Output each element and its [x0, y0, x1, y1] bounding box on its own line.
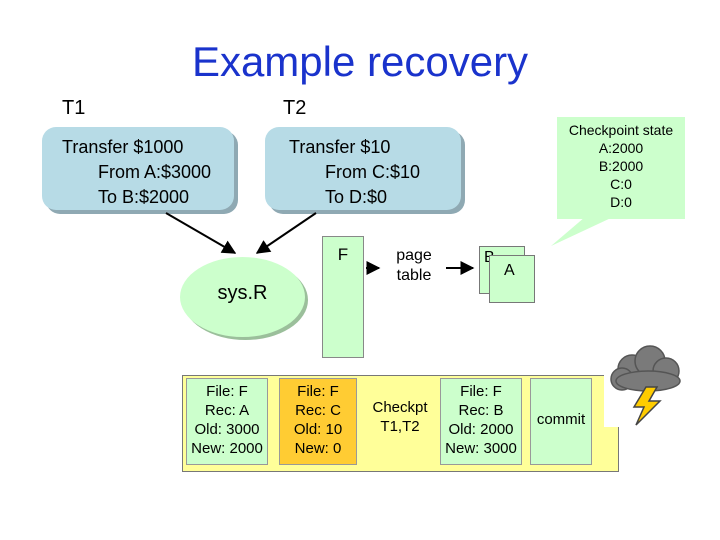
rec-a-old: Old: 3000 — [194, 421, 260, 438]
t1-to-sysr-arrow — [165, 212, 237, 254]
checkpoint-state-d: D:0 — [610, 194, 632, 210]
page-a-label: A — [504, 262, 515, 279]
page-table-label: page table — [380, 246, 448, 286]
t2-line-2: From C:$10 — [325, 162, 421, 182]
t2-label: T2 — [283, 97, 307, 119]
rec-c-new: New: 0 — [294, 440, 342, 457]
rec-c-old: Old: 10 — [293, 421, 343, 438]
log-record-a: File: F Rec: A Old: 3000 New: 2000 — [186, 378, 268, 465]
t1-label: T1 — [62, 97, 86, 119]
page-table-line-1: page — [396, 247, 432, 264]
log-record-c: File: F Rec: C Old: 10 New: 0 — [279, 378, 357, 465]
log-record-checkpoint: Checkpt T1,T2 — [368, 398, 432, 436]
rec-c-file: File: F — [297, 383, 339, 400]
log-record-b: File: F Rec: B Old: 2000 New: 3000 — [440, 378, 522, 465]
checkpoint-state-c: C:0 — [610, 176, 632, 192]
t1-transaction-box: Transfer $1000 From A:$3000 To B:$2000 — [42, 127, 234, 210]
t2-line-3: To D:$0 — [325, 187, 388, 207]
callout-pointer — [551, 217, 613, 246]
rec-b-file: File: F — [460, 383, 502, 400]
storm-cloud-icon — [604, 343, 690, 427]
checkpoint-state-title: Checkpoint state — [568, 122, 674, 138]
rec-a-file: File: F — [206, 383, 248, 400]
rec-a-new: New: 2000 — [191, 440, 263, 457]
commit-label: commit — [536, 411, 586, 428]
file-f-box: F — [322, 236, 364, 358]
rec-b-new: New: 3000 — [445, 440, 517, 457]
rec-b-rec: Rec: B — [458, 402, 504, 419]
file-f-label: F — [337, 245, 349, 264]
rec-a-rec: Rec: A — [204, 402, 250, 419]
sysr-ellipse — [180, 257, 305, 337]
t2-to-sysr-arrow — [255, 212, 317, 254]
page-table-line-2: table — [396, 267, 432, 284]
t1-line-2: From A:$3000 — [98, 162, 212, 182]
page-a-box: A — [489, 255, 535, 303]
t2-line-1: Transfer $10 — [289, 137, 391, 157]
checkpoint-state-b: B:2000 — [598, 158, 644, 174]
checkpoint-state-callout: Checkpoint state A:2000 B:2000 C:0 D:0 — [557, 117, 685, 219]
rec-c-rec: Rec: C — [295, 402, 341, 419]
checkpoint-state-a: A:2000 — [598, 140, 644, 156]
page-title: Example recovery — [191, 38, 529, 85]
sysr-label: sys.R — [217, 282, 268, 304]
t1-line-1: Transfer $1000 — [62, 137, 184, 157]
rec-b-old: Old: 2000 — [448, 421, 514, 438]
log-record-commit: commit — [530, 378, 592, 465]
checkpoint-label: Checkpt — [372, 399, 428, 416]
t2-transaction-box: Transfer $10 From C:$10 To D:$0 — [265, 127, 461, 210]
checkpoint-transactions: T1,T2 — [380, 418, 420, 435]
t1-line-3: To B:$2000 — [98, 187, 190, 207]
lightning-bolt-icon — [632, 386, 662, 426]
